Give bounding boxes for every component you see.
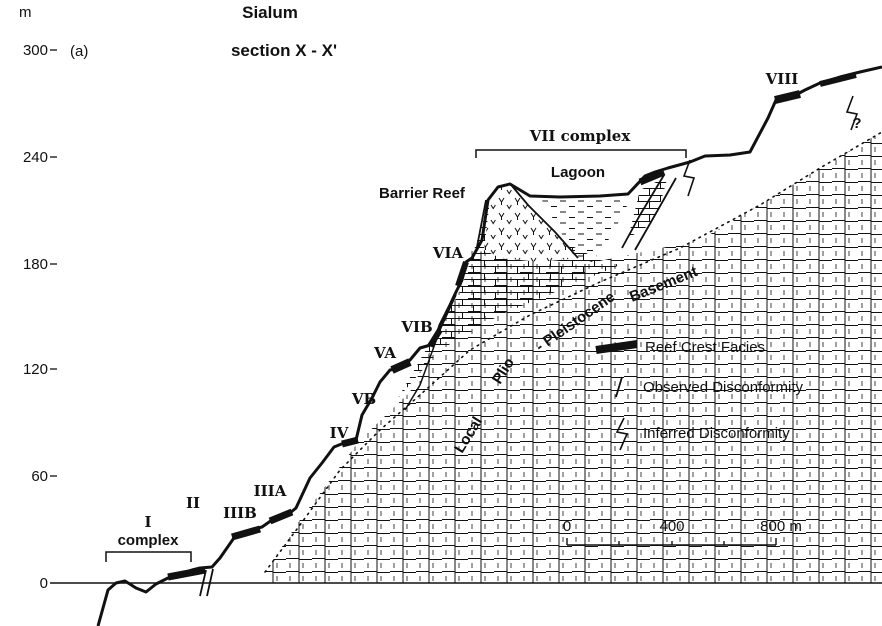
figure-subtitle: section X - X' [231, 41, 337, 60]
reef-flank-line [511, 185, 579, 259]
complex-i-bracket-line [105, 551, 192, 562]
terrace-label-vii-complex: VII complex [529, 127, 632, 145]
reef-crest-via [455, 261, 469, 287]
scale-bar-ticks [566, 538, 777, 545]
legend-inferred-swatch [615, 417, 629, 451]
inferred-disconformity-vii [682, 159, 696, 197]
terrace-label-iv: IV [330, 424, 349, 442]
back-reef-line-1 [621, 174, 665, 249]
axis-unit-label: m [19, 4, 32, 21]
reef-crest-vib [427, 328, 443, 348]
scale-bar-label-400: 400 [659, 518, 684, 535]
panel-label: (a) [70, 43, 88, 60]
figure-title: Sialum [242, 3, 298, 22]
complex-vii-bracket-line [475, 149, 687, 158]
terrace-label-vb: VB [351, 390, 376, 408]
legend-reef-crest-label: Reef Crest Facies [645, 339, 765, 356]
reef-crest-iiia [268, 508, 294, 525]
legend-observed-swatch [615, 376, 623, 398]
scale-bar-label-0: 0 [563, 518, 571, 535]
basement-upper-boundary [264, 131, 882, 573]
legend-inferred-label: Inferred Disconformity [643, 425, 790, 442]
terrace-label-complex-i: complex [118, 532, 180, 549]
reef-crest-va [390, 358, 412, 374]
lagoon-label: Lagoon [551, 164, 605, 181]
terrace-label-vib: VIB [400, 318, 432, 336]
lagoon-sediment-fill [540, 196, 632, 262]
inferred-question-mark: ? [852, 115, 861, 132]
reef-crest-vii [638, 168, 666, 186]
basement-rock-fill [265, 132, 882, 583]
terrace-label-ii: II [186, 494, 200, 512]
terrace-label-va: VA [373, 344, 396, 362]
observed-disconformity-ii-b [206, 568, 214, 597]
scale-bar: 0 400 800 m [563, 518, 802, 546]
barrier-reef-fill [484, 186, 578, 262]
terrace-label-iiia: IIIA [254, 482, 287, 500]
back-reef-limestone-fill [628, 176, 668, 238]
legend-reef-crest-swatch [595, 340, 638, 354]
observed-disconformity-ii [199, 569, 207, 597]
y-tick-label-240: 240 [23, 149, 48, 166]
terrace-label-viii: VIII [765, 70, 799, 88]
reef-fore-line [475, 199, 487, 253]
y-tick-label-180: 180 [23, 256, 48, 273]
barrier-reef-label: Barrier Reef [379, 185, 466, 202]
complex-vii-bracket [475, 149, 687, 158]
scale-bar-label-800: 800 m [760, 518, 802, 535]
y-tick-label-0: 0 [40, 575, 48, 592]
inferred-disconformity-viii [845, 95, 859, 131]
y-tick-label-120: 120 [23, 361, 48, 378]
terrace-label-via: VIA [432, 244, 464, 262]
reef-crest-facies [167, 72, 857, 581]
y-tick-label-300: 300 [23, 42, 48, 59]
basement-contact-line [404, 294, 457, 411]
reef-crest-viii-a [774, 90, 801, 104]
y-ticks [50, 49, 57, 477]
terrace-label-i: I [144, 513, 151, 531]
terrace-label-iiib: IIIB [223, 504, 257, 522]
reef-crest-viii-b [819, 72, 857, 87]
y-tick-label-60: 60 [31, 468, 48, 485]
reef-crest-iiib [231, 525, 261, 541]
reef-crest-ii [167, 566, 206, 581]
reef-crest-iv [341, 436, 359, 448]
legend-observed-label: Observed Disconformity [643, 379, 804, 396]
complex-i-bracket [105, 551, 192, 562]
back-reef-line-2 [634, 177, 677, 251]
legend: Reef Crest Facies Observed Disconformity… [595, 339, 804, 451]
